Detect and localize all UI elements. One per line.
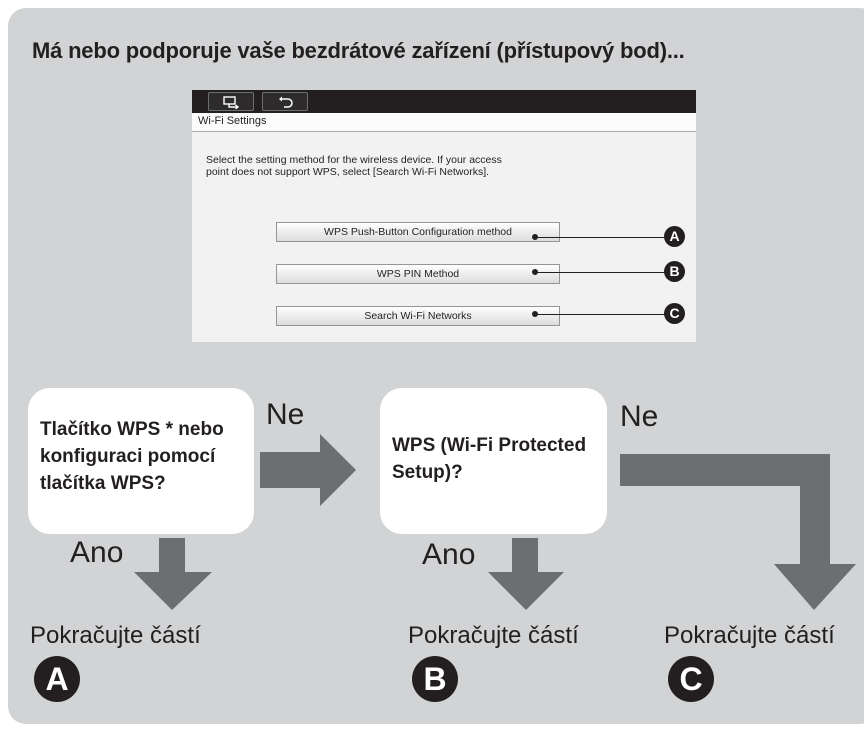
elbow-arrow-no-2 [620, 454, 856, 610]
search-wifi-option[interactable]: Search Wi-Fi Networks [276, 306, 560, 326]
outcome-badge-a: A [34, 656, 80, 702]
input-switch-icon [223, 96, 240, 109]
callout-line-b [535, 271, 667, 273]
callout-badge-b: B [664, 261, 685, 282]
question-box-2: WPS (Wi-Fi Protected Setup)? [380, 388, 607, 534]
callout-line-a [535, 236, 667, 238]
screen-description: Select the setting method for the wirele… [206, 154, 502, 178]
continue-label-a: Pokračujte částí [30, 622, 201, 649]
device-screen: Wi-Fi Settings Select the setting method… [192, 90, 696, 342]
continue-label-c: Pokračujte částí [664, 622, 835, 649]
question-2-text: WPS (Wi-Fi Protected Setup)? [392, 435, 587, 483]
no-label-2: Ne [620, 400, 659, 433]
wps-pin-option[interactable]: WPS PIN Method [276, 264, 560, 284]
no-label-1: Ne [266, 398, 305, 431]
input-switch-button[interactable] [208, 92, 254, 111]
outcome-badge-c: C [668, 656, 714, 702]
screen-title: Wi-Fi Settings [198, 115, 267, 127]
callout-badge-a: A [664, 226, 685, 247]
outcome-badge-b: B [412, 656, 458, 702]
continue-label-b: Pokračujte částí [408, 622, 579, 649]
yes-label-2: Ano [422, 538, 476, 571]
yes-label-1: Ano [70, 536, 124, 569]
return-icon [279, 96, 293, 108]
right-arrow-no-1 [260, 434, 356, 506]
down-arrow-yes-2 [488, 538, 564, 610]
down-arrow-yes-1 [134, 538, 212, 610]
question-box-1: Tlačítko WPS * nebo konfiguraci pomocí t… [28, 388, 254, 534]
question-1-text: Tlačítko WPS * nebo konfiguraci pomocí t… [40, 419, 224, 494]
callout-line-c [535, 313, 667, 315]
wps-push-button-option[interactable]: WPS Push-Button Configuration method [276, 222, 560, 242]
callout-badge-c: C [664, 303, 685, 324]
screen-toolbar [192, 90, 696, 113]
screen-title-bar: Wi-Fi Settings [192, 113, 696, 132]
return-button[interactable] [262, 92, 308, 111]
page-heading: Má nebo podporuje vaše bezdrátové zaříze… [32, 38, 685, 63]
